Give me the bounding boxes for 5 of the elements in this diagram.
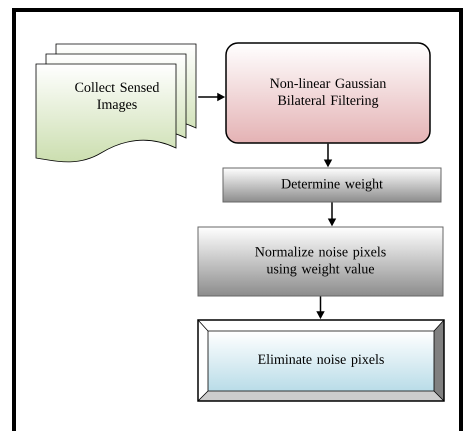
document-stack: Collect Sensed Images [36, 44, 196, 162]
bevel-box: Eliminate noise pixels [197, 319, 445, 402]
process-box: Determine weight [222, 168, 442, 202]
process-box: Normalize noise pixels using weight value [198, 226, 444, 296]
process-box: Non-linear Gaussian Bilateral Filtering [225, 42, 431, 144]
